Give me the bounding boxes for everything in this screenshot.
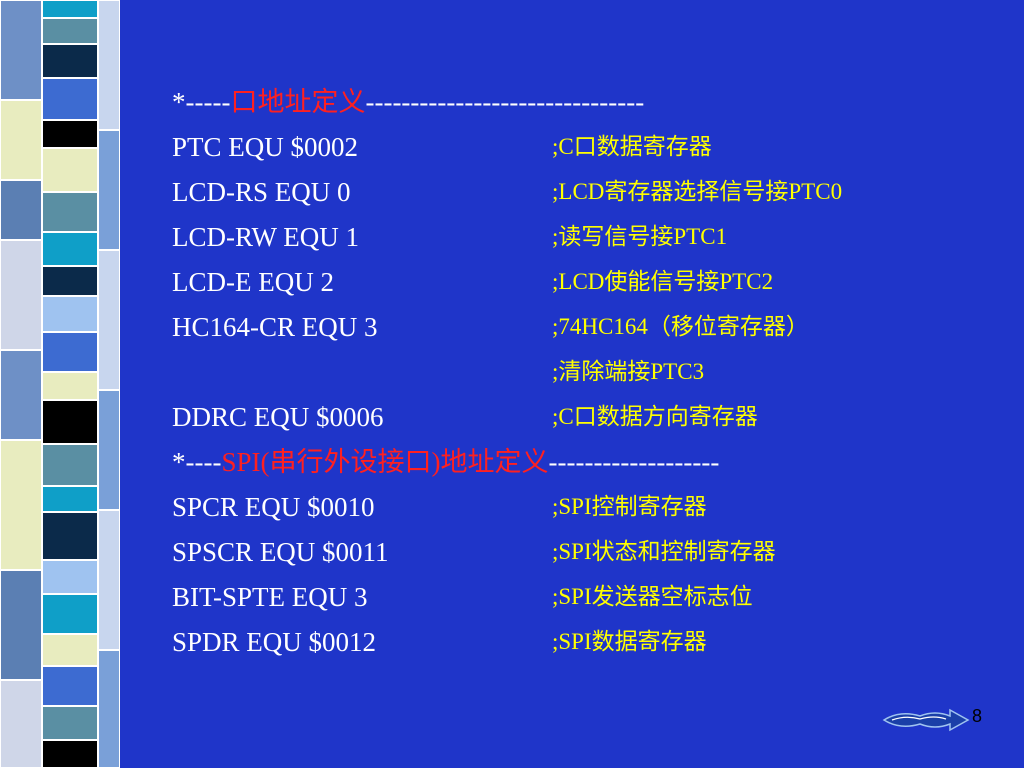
deco-block [42,560,98,594]
deco-block [42,232,98,266]
deco-block [42,706,98,740]
header-suffix: ------------------- [548,447,720,477]
deco-block [98,0,120,130]
deco-block [0,240,42,350]
deco-block [42,148,98,192]
section-header-port-c: *-----口地址定义-----------------------------… [172,80,962,124]
deco-block [98,250,120,390]
header-title: 口地址定义 [230,87,366,117]
header-prefix: *----- [172,87,231,117]
deco-block [42,18,98,44]
code-text: LCD-RW EQU 1 [172,222,359,252]
code-text: DDRC EQU $0006 [172,402,384,432]
deco-block [42,634,98,666]
comment-text: ;SPI控制寄存器 [552,494,707,519]
deco-block [0,570,42,680]
deco-block [42,0,98,18]
comment-text: ;SPI状态和控制寄存器 [552,539,776,564]
return-arrow-icon[interactable] [880,706,970,734]
page-number: 8 [972,706,983,726]
deco-block [0,0,42,100]
deco-block [42,266,98,296]
code-text: SPDR EQU $0012 [172,627,377,657]
comment-text: ;LCD寄存器选择信号接PTC0 [552,179,843,204]
deco-block [42,332,98,372]
code-line: DDRC EQU $0006 ;C口数据方向寄存器 [172,395,962,439]
code-line: LCD-RS EQU 0 ;LCD寄存器选择信号接PTC0 [172,170,962,214]
comment-text: ;读写信号接PTC1 [552,224,728,249]
deco-block [98,510,120,650]
comment-text: ;LCD使能信号接PTC2 [552,269,774,294]
deco-block [42,740,98,768]
code-text: SPSCR EQU $0011 [172,537,389,567]
deco-block [42,486,98,512]
deco-block [0,350,42,440]
code-line: LCD-E EQU 2 ;LCD使能信号接PTC2 [172,260,962,304]
deco-block [0,100,42,180]
content-area [120,0,1024,768]
header-suffix: ------------------------------- [365,87,645,117]
code-text: LCD-RS EQU 0 [172,177,351,207]
code-line: PTC EQU $0002 ;C口数据寄存器 [172,125,962,169]
section-header-spi: *----SPI(串行外设接口)地址定义------------------- [172,440,962,484]
comment-text: ;C口数据方向寄存器 [552,404,758,429]
comment-text: ;清除端接PTC3 [552,359,705,384]
deco-block [42,444,98,486]
comment-text: ;C口数据寄存器 [552,134,712,159]
code-line: HC164-CR EQU 3 ;74HC164（移位寄存器） [172,305,962,349]
deco-block [0,180,42,240]
deco-block [98,650,120,768]
code-text: BIT-SPTE EQU 3 [172,582,368,612]
deco-block [0,680,42,768]
comment-text: ;74HC164（移位寄存器） [552,314,809,339]
code-text: HC164-CR EQU 3 [172,312,378,342]
code-line: SPSCR EQU $0011 ;SPI状态和控制寄存器 [172,530,962,574]
header-title: SPI(串行外设接口)地址定义 [221,447,549,477]
deco-block [42,666,98,706]
comment-text: ;SPI数据寄存器 [552,629,707,654]
code-text: SPCR EQU $0010 [172,492,375,522]
decorative-strip [0,0,120,768]
header-prefix: *---- [172,447,222,477]
deco-block [42,512,98,560]
deco-block [42,594,98,634]
deco-block [42,400,98,444]
deco-block [42,296,98,332]
code-text: LCD-E EQU 2 [172,267,334,297]
deco-block [42,372,98,400]
code-line: BIT-SPTE EQU 3 ;SPI发送器空标志位 [172,575,962,619]
deco-block [42,120,98,148]
deco-block [42,44,98,78]
deco-block [0,440,42,570]
deco-block [98,130,120,250]
code-line: ;清除端接PTC3 [172,350,962,394]
code-text: PTC EQU $0002 [172,132,359,162]
deco-block [42,192,98,232]
deco-block [42,78,98,120]
code-line: SPDR EQU $0012 ;SPI数据寄存器 [172,620,962,664]
comment-text: ;SPI发送器空标志位 [552,584,753,609]
deco-block [98,390,120,510]
code-line: SPCR EQU $0010 ;SPI控制寄存器 [172,485,962,529]
code-line: LCD-RW EQU 1 ;读写信号接PTC1 [172,215,962,259]
